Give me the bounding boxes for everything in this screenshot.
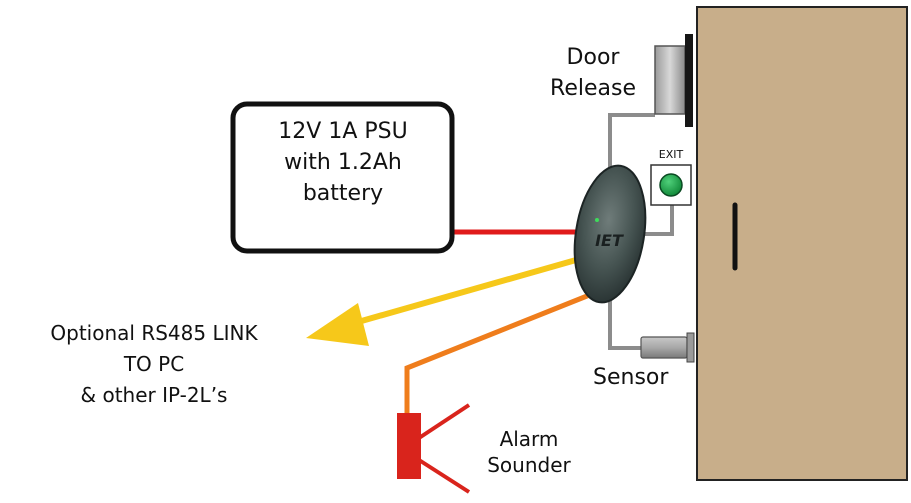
- door-release-label-line2: Release: [550, 76, 636, 101]
- psu-label-line1: 12V 1A PSU: [278, 119, 408, 144]
- alarm-sounder: [397, 413, 421, 479]
- psu-label: 12V 1A PSU with 1.2Ah battery: [233, 116, 453, 209]
- psu-label-line2: with 1.2Ah: [284, 150, 402, 175]
- sensor-wire: [608, 298, 642, 350]
- alarm-label-line1: Alarm: [499, 427, 559, 451]
- alarm-label-line2: Sounder: [487, 453, 571, 477]
- reader-logo: IET: [595, 231, 624, 250]
- exit-button-wire: [640, 205, 674, 236]
- alarm-wire: [404, 291, 593, 413]
- reader: [573, 164, 647, 304]
- door-release-plate: [685, 34, 693, 127]
- rs485-label: Optional RS485 LINK TO PC & other IP-2L’…: [4, 318, 304, 411]
- exit-button[interactable]: [659, 173, 683, 197]
- rs485-label-line1: Optional RS485 LINK: [50, 321, 258, 345]
- exit-label: EXIT: [658, 148, 684, 161]
- alarm-label: Alarm Sounder: [474, 426, 584, 478]
- rs485-label-line2: TO PC: [123, 352, 185, 376]
- psu-label-line3: battery: [302, 181, 384, 206]
- sensor-body: [640, 336, 688, 359]
- sensor-label: Sensor: [593, 365, 669, 390]
- door-release-label: Door Release: [536, 42, 650, 104]
- door-release-body: [654, 45, 686, 115]
- reader-led: [595, 218, 599, 222]
- rs485-label-line3: & other IP-2L’s: [80, 383, 228, 407]
- psu-box: [230, 101, 455, 254]
- rs485-wire: [357, 255, 584, 325]
- door-release-label-line1: Door: [566, 45, 620, 70]
- alarm-horn-upper: [417, 403, 471, 440]
- door-release-wire: [608, 113, 655, 170]
- sensor-plate: [686, 332, 695, 363]
- rs485-arrow: [306, 303, 369, 346]
- alarm-horn-lower: [417, 458, 471, 494]
- door: [696, 6, 908, 481]
